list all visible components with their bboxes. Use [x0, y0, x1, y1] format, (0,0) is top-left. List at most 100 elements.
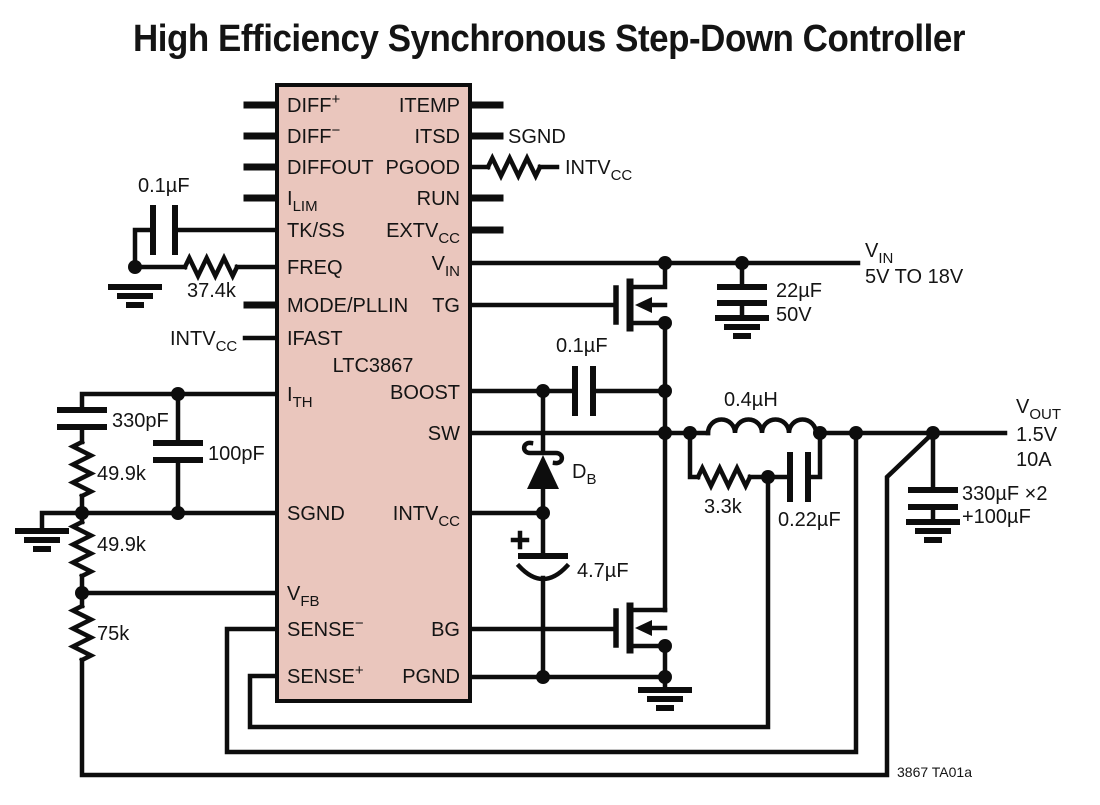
pin-diff-plus: DIFF+	[287, 91, 340, 117]
label-c-out-bulk: 330µF ×2	[962, 483, 1047, 505]
net-fb-return	[79, 429, 937, 778]
mosfet-bottom	[613, 602, 668, 654]
pin-sense-minus: SENSE−	[287, 615, 364, 641]
ic-body	[275, 83, 472, 703]
net-labels: SGND INTVCC INTVCC VIN 5V TO 18V VOUT 1.…	[170, 126, 1061, 780]
capacitor-softstart	[150, 205, 178, 255]
capacitor-intvcc-curved-plate	[515, 562, 571, 582]
label-c-boost: 0.1µF	[556, 335, 608, 357]
net-intvcc	[467, 388, 546, 680]
label-vout: VOUT	[1016, 396, 1061, 423]
net-sense-plus	[247, 474, 771, 730]
pin-extvcc: EXTVCC	[386, 220, 460, 247]
junction-dots	[75, 256, 940, 684]
label-c-out-extra: +100µF	[962, 506, 1031, 528]
ground-cout-icon	[906, 519, 960, 543]
ground-symbols	[15, 284, 960, 711]
label-intvcc-pgood: INTVCC	[565, 157, 632, 184]
resistor-dcr-sense	[694, 462, 754, 492]
pin-diffout: DIFFOUT	[287, 157, 374, 179]
pin-diff-minus: DIFF−	[287, 122, 340, 148]
label-c-in: 22µF	[776, 280, 822, 302]
label-l-out: 0.4µH	[724, 389, 778, 411]
label-vout-volts: 1.5V	[1016, 424, 1058, 446]
ic-block: LTC3867 DIFF+ DIFF− DIFFOUT ILIM TK/SS F…	[275, 83, 472, 703]
net-dcr-rc	[687, 430, 823, 480]
ground-freq-icon	[108, 284, 162, 308]
mosfet-top	[613, 260, 668, 332]
resistor-fb-bottom	[67, 518, 97, 580]
pin-mode-pllin: MODE/PLLIN	[287, 295, 408, 317]
schematic-title: High Efficiency Synchronous Step-Down Co…	[133, 18, 966, 60]
pin-tkss: TK/SS	[287, 220, 345, 242]
pin-bg: BG	[431, 619, 460, 641]
mosfet-bottom-body-arrow	[635, 620, 652, 636]
figure-note: 3867 TA01a	[897, 764, 972, 780]
label-c-comp2: 100pF	[208, 443, 265, 465]
pin-sense-plus: SENSE+	[287, 662, 364, 688]
resistor-pgood-pullup	[484, 152, 544, 182]
capacitor-boost	[572, 366, 596, 416]
pin-itsd: ITSD	[414, 126, 460, 148]
ground-sgnd-icon	[15, 528, 69, 552]
pin-freq: FREQ	[287, 257, 343, 279]
label-vout-amps: 10A	[1016, 449, 1052, 471]
net-pgnd	[467, 643, 668, 693]
component-labels: 0.1µF 37.4k 330pF 100pF 49.9k 49.9k 75k …	[97, 175, 1047, 645]
pin-pgnd: PGND	[402, 666, 460, 688]
capacitor-dcr-sense	[787, 452, 811, 502]
label-diode-db: DB	[572, 461, 596, 488]
pin-intvcc: INTVCC	[393, 503, 460, 530]
capacitor-intvcc	[510, 530, 571, 582]
diode-triangle	[527, 455, 559, 489]
ic-part-number: LTC3867	[333, 355, 414, 377]
capacitor-output	[908, 487, 958, 510]
ground-pgnd-icon	[638, 687, 692, 711]
diode-boost-schottky	[521, 440, 565, 489]
capacitor-comp-100p	[153, 440, 203, 463]
label-vin-range: 5V TO 18V	[865, 266, 964, 288]
plus-polarity-icon	[510, 530, 530, 550]
pin-vin: VIN	[432, 253, 460, 280]
label-r-comp: 49.9k	[97, 463, 147, 485]
label-sgnd: SGND	[508, 126, 566, 148]
ground-cin-icon	[715, 315, 769, 339]
left-pin-stubs	[243, 101, 283, 309]
label-r-sense: 3.3k	[704, 496, 743, 518]
mosfet-top-body-arrow	[635, 297, 652, 313]
label-c-sense: 0.22µF	[778, 509, 841, 531]
pin-boost: BOOST	[390, 382, 460, 404]
pin-vfb: VFB	[287, 583, 320, 610]
capacitor-input	[717, 284, 767, 306]
pin-sw: SW	[428, 423, 460, 445]
pin-ilim: ILIM	[287, 188, 318, 215]
label-intvcc-ifast: INTVCC	[170, 328, 237, 355]
label-c-ss: 0.1µF	[138, 175, 190, 197]
label-c-intvcc: 4.7µF	[577, 560, 629, 582]
resistor-fb-top	[67, 602, 97, 664]
label-vin: VIN	[865, 240, 893, 267]
net-tkss	[132, 227, 280, 270]
diode-schottky-bar	[521, 440, 565, 466]
inductor-output	[705, 417, 819, 436]
pin-run: RUN	[417, 188, 460, 210]
label-r-fb-top: 75k	[97, 623, 130, 645]
label-c-in-rating: 50V	[776, 304, 812, 326]
pin-itemp: ITEMP	[399, 95, 460, 117]
label-r-freq: 37.4k	[187, 280, 237, 302]
pin-ifast: IFAST	[287, 328, 343, 350]
resistor-freq	[181, 252, 241, 282]
mosfet-top-drain	[627, 260, 668, 290]
label-c-comp1: 330pF	[112, 410, 169, 432]
label-r-fb-bottom: 49.9k	[97, 534, 147, 556]
capacitors	[57, 205, 958, 582]
resistor-comp	[67, 438, 97, 500]
resistors	[67, 152, 754, 664]
capacitor-comp-330p	[57, 407, 107, 430]
net-sense-minus	[224, 430, 859, 755]
pin-pgood: PGOOD	[386, 157, 460, 179]
pin-tg: TG	[432, 295, 460, 317]
pin-ith: ITH	[287, 384, 313, 411]
